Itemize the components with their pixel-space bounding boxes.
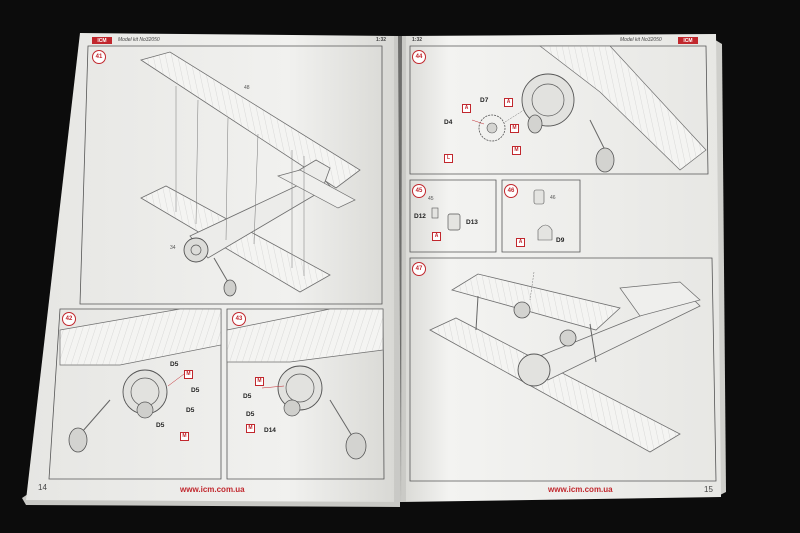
step43-wheel (345, 432, 367, 460)
step46-part (533, 189, 545, 205)
step44-tag-m-1: M (510, 124, 519, 133)
step45-tag-a: A (432, 232, 441, 241)
step-43-badge: 43 (232, 312, 246, 326)
step42-wheel (68, 427, 88, 453)
step47-upper-wing-ribs (452, 274, 620, 330)
panel-step-45 (409, 179, 497, 253)
step44-gear-strut (589, 119, 606, 151)
step47-strut-2 (589, 323, 597, 363)
step42-wing-ribs (60, 309, 221, 365)
step44-cylinder-part (478, 114, 506, 142)
step42-part-d5-3: D5 (186, 407, 195, 414)
step44-tag-l: L (444, 154, 453, 163)
gutter-shadow (394, 36, 406, 502)
panel-step-47 (409, 257, 717, 482)
step42-gear-strut (81, 399, 111, 433)
right-page (401, 34, 721, 502)
left-page-number: 14 (38, 483, 47, 492)
step43-tag-m-1: M (255, 377, 264, 386)
step-42-badge: 42 (62, 312, 76, 326)
step43-gear-strut (329, 399, 353, 437)
step44-tag-m-2: M (512, 146, 521, 155)
left-website: www.icm.com.ua (180, 485, 245, 494)
right-scale: 1:32 (412, 37, 423, 43)
callout-45: 45 (428, 196, 434, 202)
step44-leader (504, 109, 525, 123)
step42-part-d5-4: D5 (156, 422, 165, 429)
step43-tag-m-2: M (246, 424, 255, 433)
step41-rigging-3 (225, 117, 229, 241)
step41-rigging-2 (195, 99, 199, 225)
step44-tag-a-1: A (462, 104, 471, 113)
step41-wheel (223, 279, 237, 297)
callout-34: 34 (170, 245, 176, 251)
step44-red-leader (471, 119, 485, 125)
step47-wheel-right (559, 329, 577, 347)
left-model-kit: Model kit No32050 (118, 37, 160, 43)
step44-engine (521, 73, 575, 127)
step41-engine (183, 237, 209, 263)
step45-part (447, 213, 461, 231)
step44-part-d7: D7 (480, 97, 489, 104)
step41-upper-wing-ribs (141, 52, 360, 188)
right-model-kit: Model kit No32050 (620, 37, 662, 43)
step46-bracket (537, 224, 553, 241)
step43-part-d14: D14 (264, 427, 276, 434)
panel-step-46 (501, 179, 581, 253)
step47-lower-wing-ribs (430, 318, 680, 452)
step44-cylinder-hub (486, 122, 498, 134)
step45-part-d12: D12 (414, 213, 426, 220)
step43-part-d5-2: D5 (246, 411, 255, 418)
step44-wing-ribs (540, 46, 706, 170)
step-41-badge: 41 (92, 50, 106, 64)
step45-part-d13: D13 (466, 219, 478, 226)
panel-step-41 (79, 45, 383, 305)
step47-wheel-left (513, 301, 531, 319)
step47-tail (619, 281, 701, 317)
panel-step-42 (48, 308, 222, 480)
right-page-number: 15 (704, 485, 713, 494)
callout-46: 46 (550, 195, 556, 201)
step47-engine (517, 353, 551, 387)
step-47-badge: 47 (412, 262, 426, 276)
left-logo: ICM (92, 37, 112, 44)
step43-red-leader (261, 385, 285, 389)
step44-wheel (595, 147, 615, 173)
step42-prop-hub (136, 401, 154, 419)
step41-engine-hub (190, 244, 202, 256)
step46-tag-a: A (516, 238, 525, 247)
step42-part-d5-1: D5 (170, 361, 179, 368)
step-44-badge: 44 (412, 50, 426, 64)
step44-wheel-small (527, 114, 543, 134)
step42-tag-m-1: M (184, 370, 193, 379)
left-scale: 1:32 (376, 37, 387, 43)
step43-engine-ring (285, 373, 315, 403)
step41-rigging-4 (253, 133, 259, 245)
right-website: www.icm.com.ua (548, 485, 613, 494)
step-46-badge: 46 (504, 184, 518, 198)
step43-part-d5-1: D5 (243, 393, 252, 400)
step47-strut-1 (475, 295, 479, 331)
step43-prop-hub (283, 399, 301, 417)
step44-engine-ring (531, 83, 565, 117)
step43-wing-ribs (227, 309, 383, 362)
step46-part-d9: D9 (556, 237, 565, 244)
callout-48: 48 (244, 85, 250, 91)
step42-tag-m-2: M (180, 432, 189, 441)
step41-stabilizer (277, 169, 356, 209)
step41-gear-strut (213, 257, 229, 283)
step44-tag-a-2: A (504, 98, 513, 107)
right-logo: ICM (678, 37, 698, 44)
step42-red-leader (167, 373, 185, 387)
step44-part-d4: D4 (444, 119, 453, 126)
step47-leader (529, 271, 535, 301)
step42-part-d5-2: D5 (191, 387, 200, 394)
step-45-badge: 45 (412, 184, 426, 198)
step45-part-small (431, 207, 439, 219)
